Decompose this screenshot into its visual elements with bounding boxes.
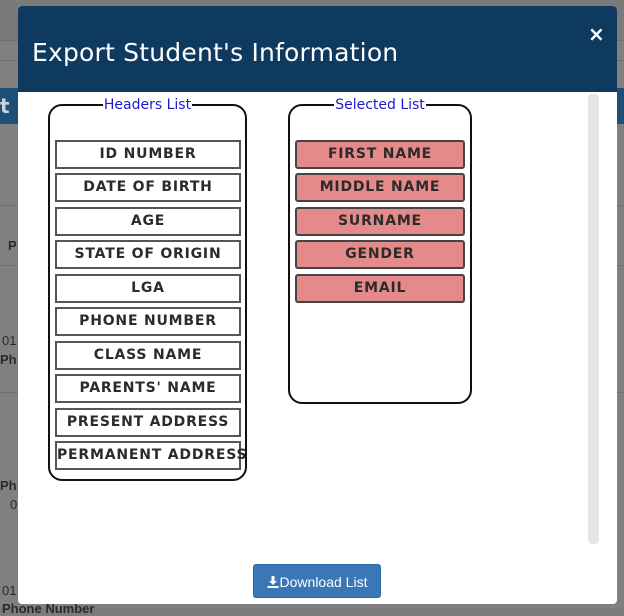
header-item-age[interactable]: AGE	[55, 207, 241, 236]
background-fragment: 0	[10, 497, 18, 512]
download-list-label: Download List	[279, 574, 368, 590]
header-item-phone-number[interactable]: PHONE NUMBER	[55, 307, 241, 336]
selected-item-email[interactable]: EMAIL	[295, 274, 465, 303]
header-item-class-name[interactable]: CLASS NAME	[55, 341, 241, 370]
background-fragment: 01	[2, 583, 17, 598]
background-fragment: Ph	[0, 352, 17, 367]
selected-item-surname[interactable]: SURNAME	[295, 207, 465, 236]
background-fragment: 01	[2, 333, 17, 348]
header-item-id-number[interactable]: ID NUMBER	[55, 140, 241, 169]
header-item-date-of-birth[interactable]: DATE OF BIRTH	[55, 173, 241, 202]
modal-header: Export Student's Information ×	[18, 6, 617, 92]
headers-list-legend: Headers List	[102, 97, 193, 113]
headers-list-panel: Headers List ID NUMBER DATE OF BIRTH AGE…	[48, 97, 247, 481]
header-item-lga[interactable]: LGA	[55, 274, 241, 303]
download-list-button[interactable]: Download List	[253, 564, 381, 598]
background-fragment: Ph	[0, 478, 17, 493]
selected-list-panel: Selected List FIRST NAME MIDDLE NAME SUR…	[288, 97, 472, 404]
selected-item-first-name[interactable]: FIRST NAME	[295, 140, 465, 169]
scrollbar[interactable]	[588, 94, 599, 544]
selected-item-gender[interactable]: GENDER	[295, 240, 465, 269]
close-button[interactable]: ×	[588, 22, 605, 46]
download-icon	[267, 566, 279, 600]
modal-title: Export Student's Information	[32, 38, 399, 67]
selected-item-middle-name[interactable]: MIDDLE NAME	[295, 173, 465, 202]
header-item-present-address[interactable]: PRESENT ADDRESS	[55, 408, 241, 437]
export-modal: Export Student's Information × Headers L…	[18, 6, 617, 604]
header-item-state-of-origin[interactable]: STATE OF ORIGIN	[55, 240, 241, 269]
background-fragment: P	[8, 238, 17, 253]
header-item-permanent-address[interactable]: PERMANENT ADDRESS	[55, 441, 247, 470]
header-item-parents-name[interactable]: PARENTS' NAME	[55, 374, 241, 403]
selected-list-legend: Selected List	[334, 97, 426, 113]
